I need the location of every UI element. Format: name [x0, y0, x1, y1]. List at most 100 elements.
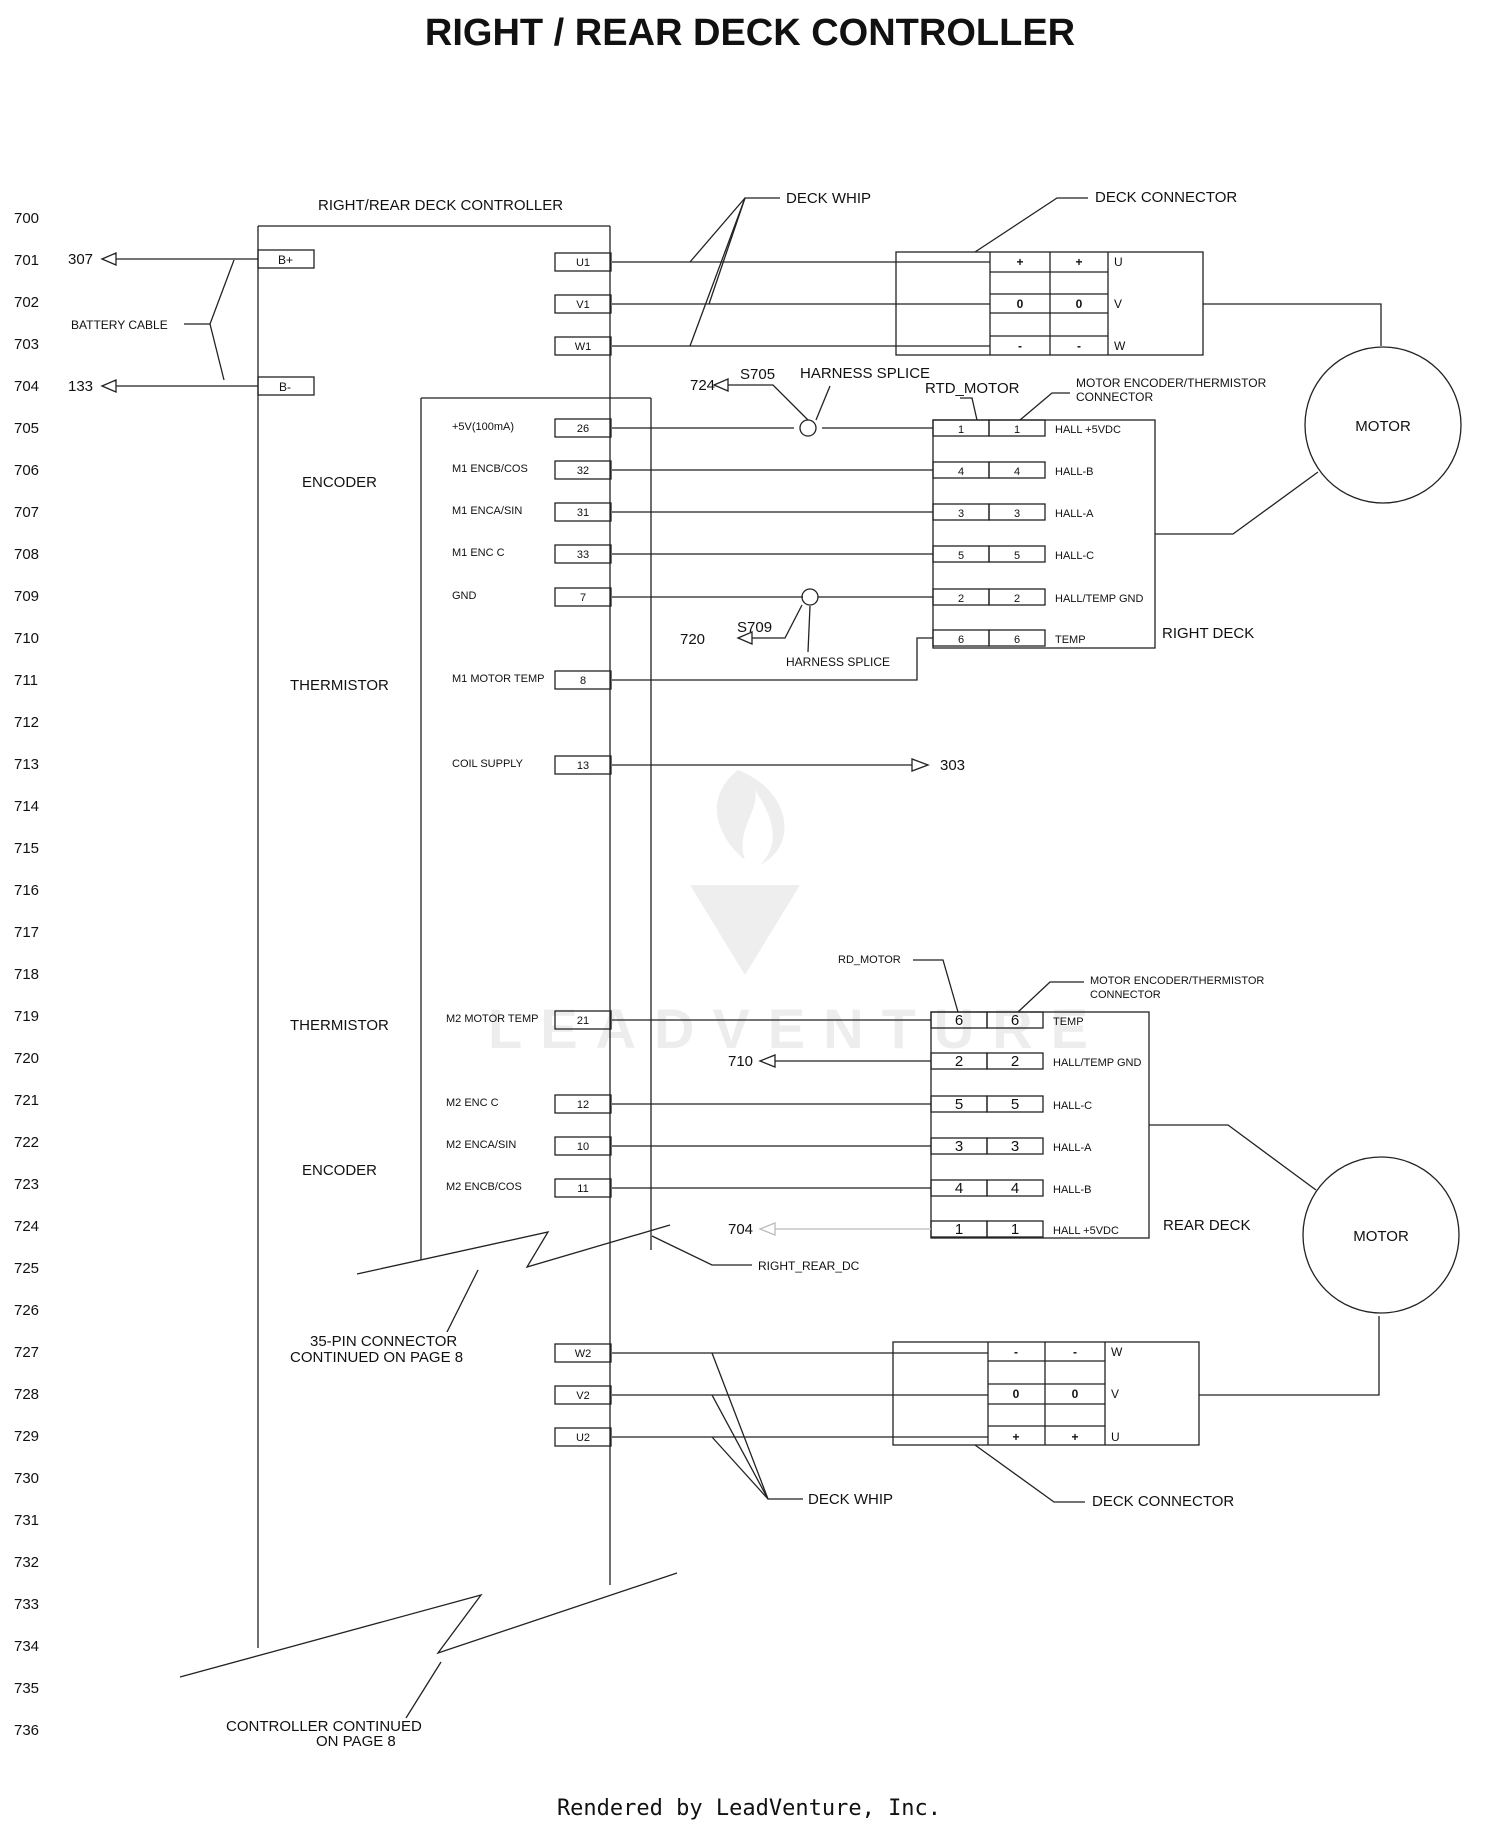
pin-name: M1 ENC C — [452, 547, 505, 559]
enc-pin-b: 1 — [1014, 424, 1020, 436]
enc-pin-a: 3 — [955, 1138, 963, 1155]
controller-box: RIGHT/REAR DECK CONTROLLER — [257, 197, 611, 1648]
b-plus-label: B+ — [278, 253, 293, 267]
right-enc-connector-label: MOTOR ENCODER/THERMISTOR — [1076, 376, 1267, 390]
deck-whip-bottom-label: DECK WHIP — [808, 1491, 893, 1508]
enc-signal-label: HALL-B — [1053, 1184, 1092, 1196]
pin35-note-line1: 35-PIN CONNECTOR — [310, 1333, 457, 1350]
pin-name: M2 MOTOR TEMP — [446, 1013, 539, 1025]
enc-signal-label: HALL-A — [1055, 508, 1094, 520]
row-number: 723 — [14, 1176, 39, 1193]
pin-terminal — [554, 1094, 612, 1114]
enc-pin-cell — [988, 545, 1046, 563]
deck-pin-a: 0 — [1017, 297, 1024, 311]
deck-pin-a: + — [1012, 1430, 1019, 1444]
ref-133: 133 — [68, 378, 93, 395]
deck-pin-b: - — [1073, 1345, 1077, 1359]
pin-number: 8 — [580, 675, 586, 687]
enc-pin-b: 4 — [1014, 466, 1020, 478]
battery-cable: B+ B- 307 133 BATTERY CABLE — [68, 249, 315, 396]
harness-splice-top-label: HARNESS SPLICE — [800, 365, 930, 382]
battery-cable-label: BATTERY CABLE — [71, 318, 168, 332]
encoder-label-right: ENCODER — [302, 474, 377, 491]
splice-s709-id: S709 — [737, 619, 772, 636]
phase-terminal-label: V2 — [576, 1390, 589, 1402]
enc-pin-a: 1 — [958, 424, 964, 436]
continuation-notes: RIGHT_REAR_DC 35-PIN CONNECTOR CONTINUED… — [226, 1235, 860, 1750]
pin-name: M2 ENCB/COS — [446, 1181, 522, 1193]
pin-name: M2 ENCA/SIN — [446, 1139, 516, 1151]
pin-number: 12 — [577, 1099, 589, 1111]
enc-pin-b: 1 — [1011, 1221, 1019, 1238]
row-number: 716 — [14, 882, 39, 899]
motor-phase-wires-top — [612, 261, 1382, 347]
pin-name: COIL SUPPLY — [452, 758, 524, 770]
phase-terminal-label: W1 — [575, 341, 592, 353]
deck-phase-label: W — [1111, 1345, 1123, 1359]
enc-pin-cell — [986, 1137, 1044, 1155]
pin-number: 26 — [577, 423, 589, 435]
rear-deck-label: REAR DECK — [1163, 1217, 1251, 1234]
row-number: 727 — [14, 1344, 39, 1361]
splice-s705 — [799, 419, 817, 437]
right-deck-label: RIGHT DECK — [1162, 625, 1254, 642]
ref-303: 303 — [940, 757, 965, 774]
phase-terminal-label: U1 — [576, 257, 590, 269]
enc-pin-cell — [986, 1220, 1044, 1238]
right-enc-connector-label2: CONNECTOR — [1076, 390, 1153, 404]
rtd-motor-label: RTD_MOTOR — [925, 380, 1020, 397]
deck-phase-label: U — [1114, 255, 1123, 269]
connector-callouts: RTD_MOTOR MOTOR ENCODER/THERMISTOR CONNE… — [838, 376, 1267, 1234]
ref-724: 724 — [690, 377, 715, 394]
deck-connector-bottom-label: DECK CONNECTOR — [1092, 1493, 1234, 1510]
pin-terminal — [554, 670, 612, 690]
row-number: 705 — [14, 420, 39, 437]
right-rear-dc-label: RIGHT_REAR_DC — [758, 1259, 860, 1273]
pin-terminal — [554, 502, 612, 522]
enc-pin-cell — [988, 461, 1046, 479]
pin-terminal — [554, 418, 612, 438]
pin-name: +5V(100mA) — [452, 421, 514, 433]
right-encoder-wires: 303 724 S705 HARNESS SPLICE 720 S709 HAR… — [612, 365, 965, 774]
enc-pin-b: 4 — [1011, 1180, 1019, 1197]
row-number: 731 — [14, 1512, 39, 1529]
rd-motor-label: RD_MOTOR — [838, 954, 901, 966]
rear-enc-connector-label2: CONNECTOR — [1090, 989, 1161, 1001]
ref-720: 720 — [680, 631, 705, 648]
row-number: 706 — [14, 462, 39, 479]
enc-pin-a: 3 — [958, 508, 964, 520]
pin-name: M1 ENCB/COS — [452, 463, 528, 475]
deck-pin-a: + — [1016, 255, 1023, 269]
right-motor-label: MOTOR — [1355, 418, 1411, 435]
pin-number: 21 — [577, 1015, 589, 1027]
splice-s709 — [801, 588, 819, 606]
row-number: 722 — [14, 1134, 39, 1151]
enc-pin-a: 2 — [955, 1053, 963, 1070]
deck-pin-b: + — [1071, 1430, 1078, 1444]
enc-pin-cell — [988, 588, 1046, 606]
enc-pin-b: 2 — [1011, 1053, 1019, 1070]
deck-phase-label: V — [1114, 297, 1122, 311]
row-number: 707 — [14, 504, 39, 521]
enc-pin-cell — [988, 629, 1046, 647]
enc-pin-cell — [988, 419, 1046, 437]
pin-number: 13 — [577, 760, 589, 772]
pin-number: 10 — [577, 1141, 589, 1153]
row-number: 721 — [14, 1092, 39, 1109]
deck-connector-top-label: DECK CONNECTOR — [1095, 189, 1237, 206]
enc-signal-label: HALL-A — [1053, 1142, 1092, 1154]
deck-whip-top-label: DECK WHIP — [786, 190, 871, 207]
pin-number: 11 — [577, 1183, 588, 1195]
thermistor-label-rear: THERMISTOR — [290, 1017, 389, 1034]
ref-704: 704 — [728, 1221, 753, 1238]
right-motor: MOTOR — [1155, 346, 1462, 535]
deck-pin-b: - — [1077, 339, 1081, 353]
row-number: 719 — [14, 1008, 39, 1025]
phase-terminal-label: W2 — [575, 1348, 592, 1360]
pin-terminal — [554, 755, 612, 775]
enc-signal-label: HALL-B — [1055, 466, 1094, 478]
enc-pin-b: 5 — [1011, 1096, 1019, 1113]
enc-pin-b: 6 — [1014, 634, 1020, 646]
